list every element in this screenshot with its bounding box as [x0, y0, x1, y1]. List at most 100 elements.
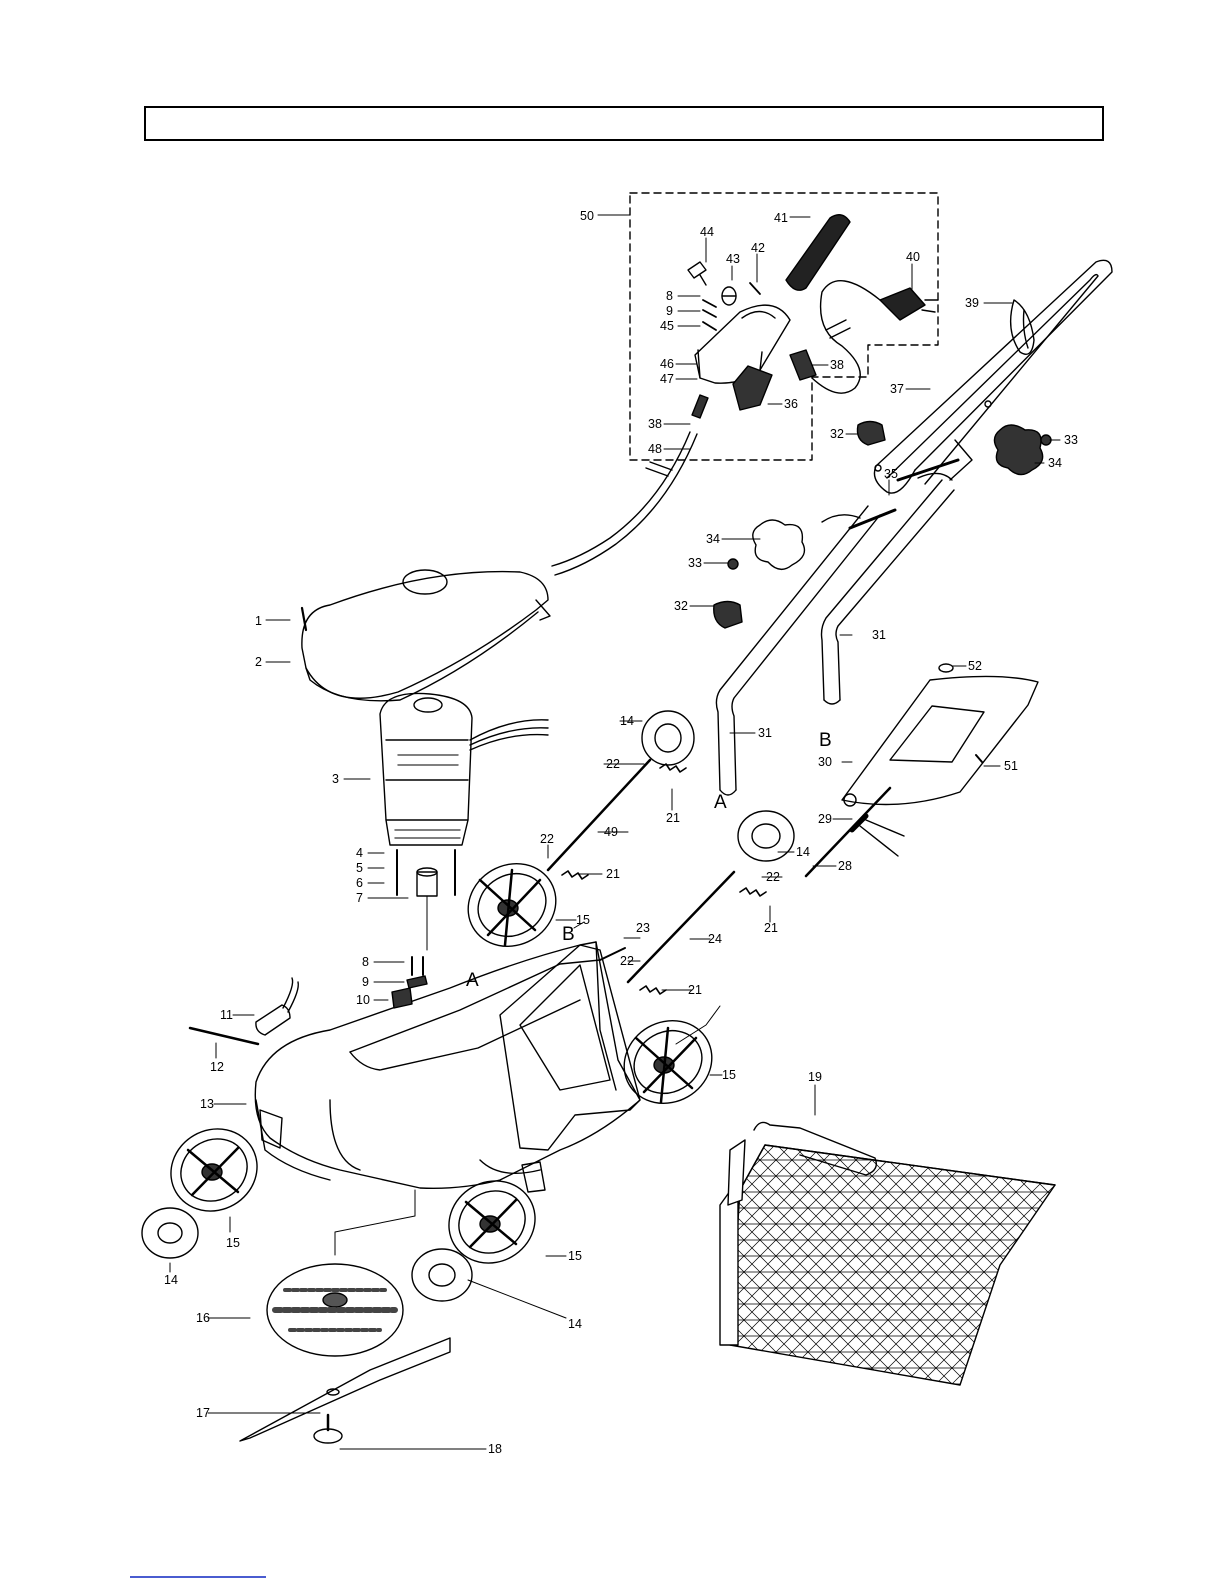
- clamp-32-upper: [857, 422, 885, 446]
- label-38-left: 38: [648, 417, 662, 431]
- plug-assembly: [790, 281, 938, 393]
- label-29: 29: [818, 812, 832, 826]
- label-41: 41: [774, 211, 788, 225]
- switch-lever: [786, 215, 850, 290]
- footer-link-underline: [130, 1576, 266, 1578]
- hubcap-14-b: [738, 811, 794, 861]
- screws-8: [412, 957, 423, 975]
- label-21-b: 21: [606, 867, 620, 881]
- label-34-left: 34: [706, 532, 720, 546]
- label-31-left: 31: [758, 726, 772, 740]
- label-18: 18: [488, 1442, 502, 1456]
- switch-block: [733, 366, 772, 410]
- knob-34-left: [753, 520, 805, 569]
- ref-a-handle: A: [714, 792, 727, 813]
- lower-handle-left: [716, 506, 880, 795]
- hubcap-14-d: [412, 1249, 472, 1301]
- label-15-d: 15: [568, 1249, 582, 1263]
- label-32-lower: 32: [674, 599, 688, 613]
- label-22-c: 22: [766, 870, 780, 884]
- label-21-a: 21: [666, 811, 680, 825]
- label-2: 2: [255, 655, 262, 669]
- label-22-d: 22: [620, 954, 634, 968]
- label-9-bottom: 9: [362, 975, 369, 989]
- label-48: 48: [648, 442, 662, 456]
- hubcap-14-a: [642, 711, 694, 765]
- label-14-c: 14: [164, 1273, 178, 1287]
- fan-blade: [267, 1264, 403, 1356]
- label-21-d: 21: [688, 983, 702, 997]
- screw-51: [976, 755, 982, 762]
- clip-9: [407, 976, 427, 988]
- motor: [380, 693, 548, 845]
- mower-deck: [255, 942, 640, 1192]
- label-45: 45: [660, 319, 674, 333]
- label-23: 23: [636, 921, 650, 935]
- label-50: 50: [580, 209, 594, 223]
- knob-34-right: [994, 425, 1042, 475]
- wheel-rear-right: [609, 1005, 727, 1119]
- nut-33-left: [728, 559, 738, 569]
- label-40: 40: [906, 250, 920, 264]
- clamp-32-lower: [714, 602, 742, 629]
- label-21-c: 21: [764, 921, 778, 935]
- blade-bolt: [314, 1415, 342, 1443]
- capacitor: [256, 978, 298, 1035]
- label-13: 13: [200, 1097, 214, 1111]
- label-7: 7: [356, 891, 363, 905]
- label-14-d: 14: [568, 1317, 582, 1331]
- label-51: 51: [1004, 759, 1018, 773]
- label-15-a: 15: [576, 913, 590, 927]
- label-8-top: 8: [666, 289, 673, 303]
- label-42: 42: [751, 241, 765, 255]
- power-cable: [552, 395, 708, 575]
- label-33-right: 33: [1064, 433, 1078, 447]
- label-44: 44: [700, 225, 714, 239]
- label-16: 16: [196, 1311, 210, 1325]
- rod-12: [190, 1028, 258, 1044]
- label-28: 28: [838, 859, 852, 873]
- label-31-right: 31: [872, 628, 886, 642]
- label-17: 17: [196, 1406, 210, 1420]
- grass-bag: [720, 1122, 1055, 1385]
- bushing: [417, 868, 437, 896]
- label-33-left: 33: [688, 556, 702, 570]
- label-14-b: 14: [796, 845, 810, 859]
- label-46: 46: [660, 357, 674, 371]
- label-22-b: 22: [540, 832, 554, 846]
- label-1: 1: [255, 614, 262, 628]
- label-9-top: 9: [666, 304, 673, 318]
- label-5: 5: [356, 861, 363, 875]
- ref-b-handle: B: [819, 730, 832, 751]
- label-15-c: 15: [226, 1236, 240, 1250]
- label-47: 47: [660, 372, 674, 386]
- label-4: 4: [356, 846, 363, 860]
- label-14-a: 14: [620, 714, 634, 728]
- ref-b-deck: B: [562, 924, 575, 945]
- wheel-front-left: [156, 1113, 272, 1226]
- label-34-right: 34: [1048, 456, 1062, 470]
- label-38-right: 38: [830, 358, 844, 372]
- label-12: 12: [210, 1060, 224, 1074]
- label-35: 35: [884, 467, 898, 481]
- label-24: 24: [708, 932, 722, 946]
- label-11: 11: [220, 1008, 233, 1022]
- label-39: 39: [965, 296, 979, 310]
- label-49: 49: [604, 825, 618, 839]
- spring-21-c: [740, 888, 766, 896]
- label-19: 19: [808, 1070, 822, 1084]
- label-32-upper: 32: [830, 427, 844, 441]
- label-36: 36: [784, 397, 798, 411]
- hubcap-14-c: [142, 1208, 198, 1258]
- label-6: 6: [356, 876, 363, 890]
- label-3: 3: [332, 772, 339, 786]
- rod-29-grip: [852, 816, 866, 830]
- label-52: 52: [968, 659, 982, 673]
- motor-cover: [302, 570, 550, 701]
- label-8-bottom: 8: [362, 955, 369, 969]
- label-22-a: 22: [606, 757, 620, 771]
- axle-49: [548, 760, 650, 870]
- label-15-b: 15: [722, 1068, 736, 1082]
- label-37: 37: [890, 382, 904, 396]
